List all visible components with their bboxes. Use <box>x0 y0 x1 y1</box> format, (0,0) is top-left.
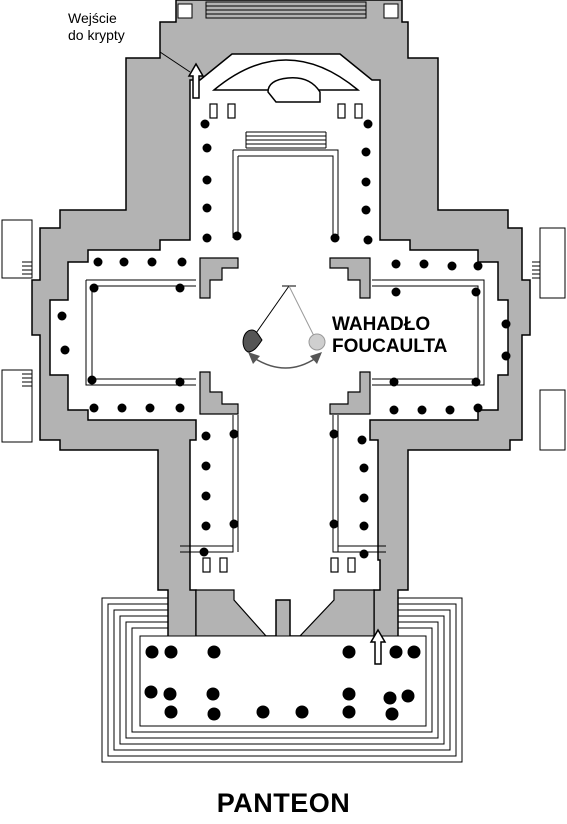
plan-title: PANTEON <box>216 788 351 818</box>
pendulum-icon <box>242 285 326 369</box>
altar-steps <box>245 131 327 149</box>
entrance-arrow-icon <box>187 62 205 99</box>
crypt-label-line-1: Wejście <box>68 10 117 26</box>
front-steps <box>101 597 463 763</box>
columns <box>57 119 511 721</box>
railings <box>85 149 485 553</box>
pendulum-label-line-1: WAHADŁO <box>332 314 431 335</box>
apse-blocks <box>202 103 363 573</box>
entrance-arrow-icon <box>369 628 387 665</box>
crossing-piers <box>195 257 375 637</box>
crypt-label-line-2: do krypty <box>68 27 125 43</box>
apse <box>211 59 361 103</box>
pendulum-label-line-2: FOUCAULTA <box>332 336 448 357</box>
pendulum-label: WAHADŁO FOUCAULTA <box>332 314 447 358</box>
crypt-leader-line <box>159 51 191 73</box>
left-porches <box>1 219 33 443</box>
crypt-entrance-label: Wejście do krypty <box>68 10 178 44</box>
top-stairs <box>177 1 399 19</box>
right-porches <box>532 227 566 451</box>
